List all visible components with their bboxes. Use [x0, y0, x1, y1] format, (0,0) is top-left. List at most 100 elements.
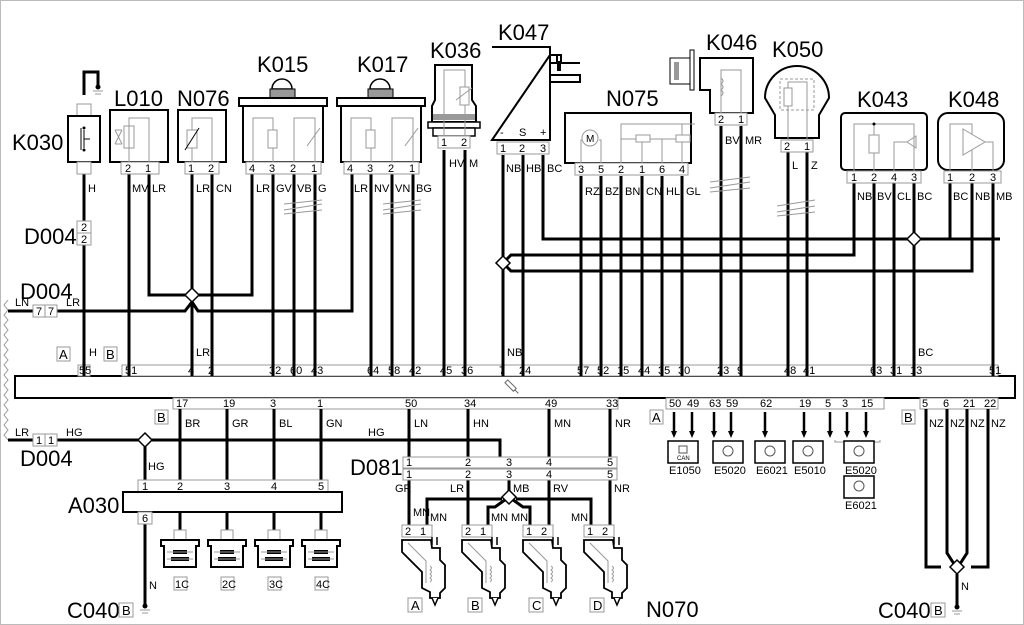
connector-d004-bottom[interactable]: LR 1 1 HG D004	[15, 427, 83, 471]
splice-lr	[183, 286, 201, 304]
ecu-pin: 41	[803, 365, 815, 377]
component-k047[interactable]: K047 - S + 1 2 3 NB HB BC	[490, 20, 581, 175]
pin: 1	[409, 163, 415, 175]
component-k036[interactable]: K036 1 2 HV M	[427, 38, 481, 170]
component-k017[interactable]: K017 4 3 2 1 LR NV VN BG	[336, 52, 432, 195]
pin: 2	[618, 164, 624, 176]
reference-e5020[interactable]: E5020	[712, 440, 746, 477]
wire-bc-k048[interactable]	[543, 183, 952, 241]
wire-label: MN	[430, 512, 447, 524]
wire-label: M	[469, 158, 478, 170]
ecu-pin: 43	[311, 365, 323, 377]
k048-label: K048	[948, 87, 999, 112]
component-l010[interactable]: L010 2 1 MV LR	[109, 86, 169, 195]
ecu-pin: 1	[317, 398, 323, 410]
ignition-coil[interactable]: 1C	[160, 529, 200, 591]
ecu-pin: 24	[519, 365, 531, 377]
d004-label: D004	[20, 446, 73, 471]
wire-label: BG	[416, 183, 432, 195]
component-n076[interactable]: N076 1 2 LR CN	[177, 86, 232, 195]
wire-label: BC	[953, 191, 968, 203]
pin: 1	[851, 172, 857, 184]
wire-k030-ground[interactable]	[82, 70, 100, 95]
ecu-pin: 63	[870, 365, 882, 377]
ecu-pin: 45	[440, 365, 452, 377]
wire-label: NB	[506, 163, 521, 175]
wire-label: NR	[615, 418, 631, 430]
pin: 5	[598, 164, 604, 176]
ecu-pin: 13	[910, 365, 922, 377]
component-k030[interactable]: K030 H	[12, 84, 103, 196]
wire-label: HV	[449, 158, 465, 170]
valve-icon	[123, 125, 135, 149]
wire-label: MV	[132, 183, 149, 195]
ecu-pin: 22	[984, 398, 996, 410]
pin: 7	[48, 306, 54, 318]
ignition-coil[interactable]: 2C	[207, 529, 247, 591]
k047-label: K047	[498, 20, 549, 45]
pin: 2	[208, 163, 214, 175]
ignition-coil[interactable]: 4C	[301, 529, 341, 591]
ground-c040-right[interactable]: C040 B	[878, 598, 962, 623]
coil-icon	[720, 77, 724, 97]
wire-nz-6[interactable]	[945, 409, 958, 568]
wire-label: H	[88, 183, 96, 195]
wire-label: HB	[526, 163, 541, 175]
terminal: -	[500, 127, 504, 139]
pin: 1	[145, 163, 151, 175]
pin: 2	[519, 143, 525, 155]
ecu-pinstrip-a-bottom	[665, 397, 885, 410]
wire-nz-22[interactable]	[971, 409, 990, 569]
wire-hg[interactable]	[8, 438, 502, 458]
pin: 1	[142, 481, 148, 493]
pin: 6	[142, 513, 148, 525]
pin: 2	[784, 141, 790, 153]
reference-e6021[interactable]: E6021	[754, 440, 788, 477]
reference-e5010[interactable]: E5010	[792, 440, 826, 477]
wire-label-bc: BC	[918, 347, 933, 359]
reference-e5020[interactable]: E5020	[843, 440, 877, 477]
ground-c040-left[interactable]: C040 B	[67, 598, 150, 623]
wire-label: CN	[646, 186, 662, 198]
pin: 3	[506, 457, 512, 469]
wire-mn-ad[interactable]	[425, 497, 593, 525]
connector-d004-top[interactable]: D004 2 2	[24, 220, 92, 249]
wire-label: MN	[554, 418, 571, 430]
n075-label: N075	[606, 86, 659, 111]
ignition-coil[interactable]: 3C	[254, 529, 294, 591]
pin: 1	[48, 435, 54, 447]
ecu-pin: 51	[989, 365, 1001, 377]
wire-nz-21[interactable]	[956, 409, 969, 568]
ecu-pin: 3	[270, 398, 276, 410]
pin: 3	[578, 164, 584, 176]
coil-label: 2C	[222, 579, 236, 591]
wire-lr-loop[interactable]	[147, 173, 254, 297]
component-k015[interactable]: K015 4 3 2 1 LR GV VB G	[238, 52, 328, 195]
component-k050[interactable]: K050 2 1 L Z	[763, 37, 831, 172]
pin: 1	[480, 526, 486, 538]
n076-label: N076	[177, 86, 230, 111]
pin: 5	[607, 457, 613, 469]
reference-code: E6021	[845, 500, 877, 512]
ecu-pin: 6	[943, 398, 949, 410]
wire-nz-5[interactable]	[924, 409, 941, 569]
reference-e6021[interactable]: E6021	[843, 475, 877, 512]
pin: 2	[465, 526, 471, 538]
wire-d004-7-lr[interactable]	[8, 173, 354, 313]
component-k046[interactable]: K046 2 1 BV MR	[669, 30, 762, 147]
connector-d004-mid[interactable]: D004 7 7 LN LR	[15, 279, 80, 318]
reference-code: E5020	[714, 465, 746, 477]
pin: 1	[311, 163, 317, 175]
